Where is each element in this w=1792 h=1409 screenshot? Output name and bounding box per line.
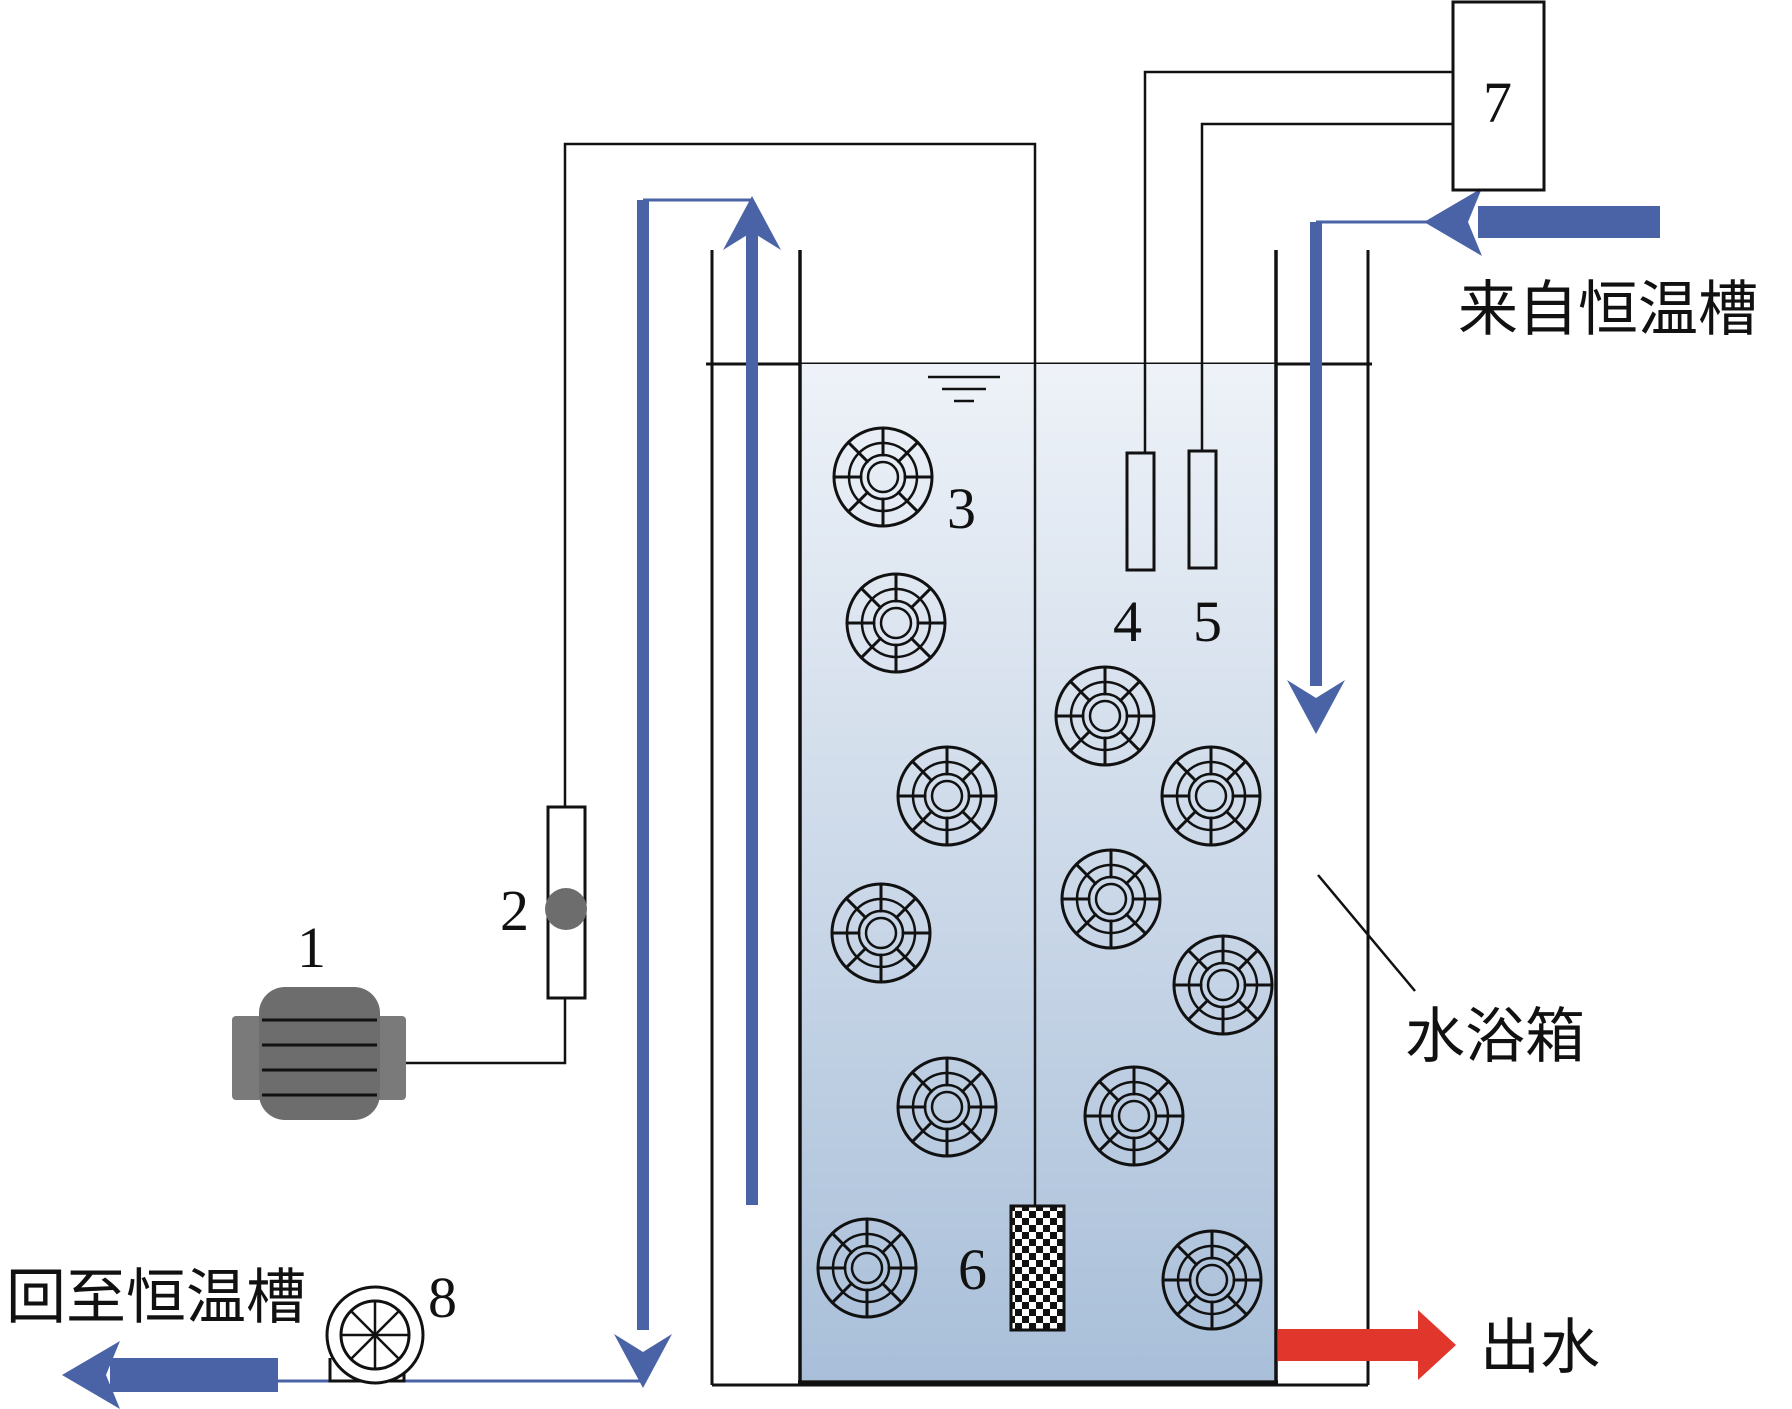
label-to-thermostat: 回至恒温槽 bbox=[6, 1263, 306, 1333]
inflow-arrow bbox=[1424, 188, 1660, 256]
air-pump-icon bbox=[232, 987, 406, 1120]
rotameter-icon bbox=[545, 805, 587, 1000]
probe-cables bbox=[1143, 70, 1452, 453]
label-4: 4 bbox=[1113, 589, 1142, 654]
return-arrow bbox=[62, 1341, 278, 1409]
air-pipe bbox=[404, 142, 1037, 1208]
label-from-thermostat: 来自恒温槽 bbox=[1458, 275, 1758, 345]
controller-box bbox=[1451, 0, 1546, 192]
label-2: 2 bbox=[500, 878, 529, 943]
label-1: 1 bbox=[297, 915, 326, 980]
label-8: 8 bbox=[428, 1265, 457, 1330]
water-bath-pointer bbox=[1317, 874, 1416, 992]
air-diffuser bbox=[1009, 1204, 1066, 1332]
label-7: 7 bbox=[1483, 70, 1512, 135]
label-water-bath: 水浴箱 bbox=[1405, 1002, 1585, 1072]
label-outflow: 出水 bbox=[1480, 1313, 1600, 1383]
water-level-icon bbox=[928, 375, 1000, 403]
probe-4 bbox=[1125, 451, 1156, 572]
label-6: 6 bbox=[958, 1237, 987, 1302]
label-5: 5 bbox=[1193, 589, 1222, 654]
label-3: 3 bbox=[947, 476, 976, 541]
probe-5 bbox=[1187, 449, 1218, 570]
flow-arrowheads bbox=[614, 196, 1345, 1388]
circulation-pump-icon bbox=[325, 1285, 425, 1385]
outflow-arrow bbox=[1278, 1310, 1456, 1380]
reactor-walls bbox=[798, 250, 1278, 1384]
